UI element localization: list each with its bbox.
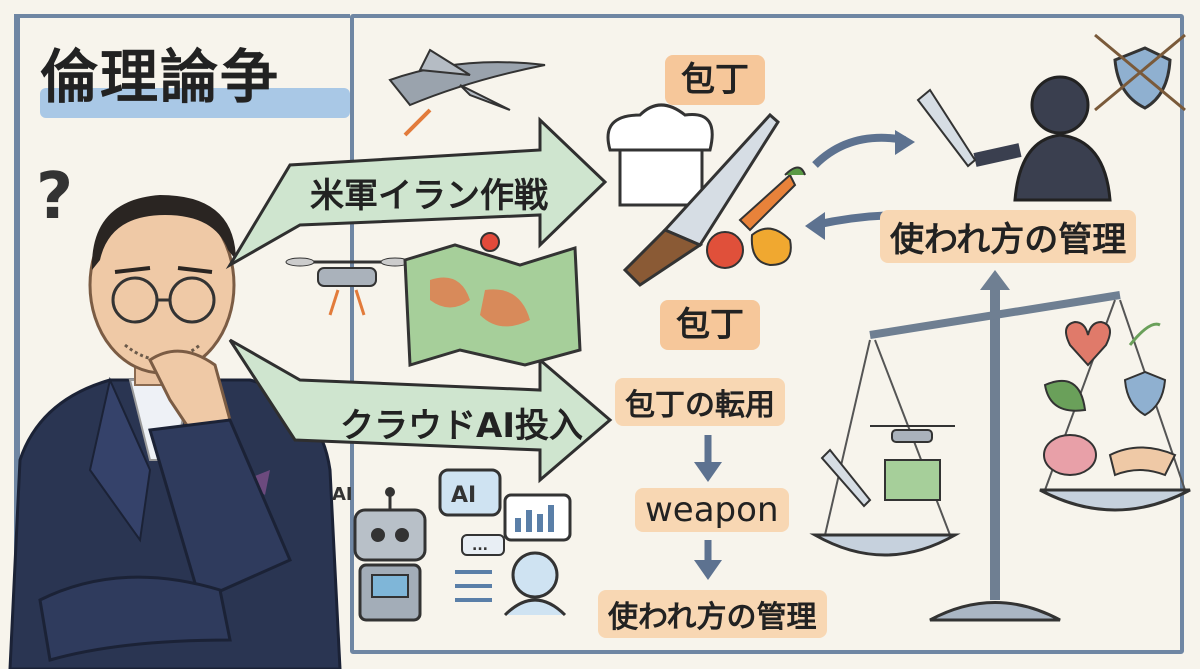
sprig-icon [1128,322,1161,346]
arrow-label-cloud-ai: クラウドAI投入 [340,406,583,446]
flow-arrow-down-1 [694,435,722,482]
shield-arrows-icon [1094,33,1186,112]
frame-edge-left [14,14,20,654]
scale-map-icon [884,459,941,501]
arrow-top [225,116,608,270]
arrow-label-operation: 米軍イラン作戦 [310,176,548,216]
flow-arrow-down-2 [694,540,722,580]
map-icon [403,232,582,367]
arrow-bottom [228,338,613,484]
bar-chart-bubble-icon [503,493,572,542]
leaf-icon [1043,380,1087,412]
flow-step-management: 使われ方の管理 [598,590,827,638]
ai-speech-bubble [438,468,502,517]
scale-drone-icon [870,425,955,443]
chat-dots-label: ... [472,538,488,554]
person-icon [503,551,567,617]
chef-hat-icon [606,103,714,207]
knife-tag-top: 包丁 [665,55,765,105]
illustration-frame [350,14,1184,654]
knife-tag-middle: 包丁 [660,300,760,350]
small-shield-icon [1123,370,1167,417]
question-mark: ? [36,160,73,234]
arrow-to-attacker [812,133,906,168]
attacker-figure-icon [916,75,1112,202]
handshake-icon [1108,446,1177,477]
ai-bubble-label: AI [451,483,476,508]
chat-dots-bubble [461,534,505,556]
military-drone-icon [388,48,546,137]
balance-scale-icon [809,270,1191,622]
frame-edge-top [14,14,350,18]
heart-icon [1065,320,1111,367]
robot-icon [353,487,427,622]
scale-knife-icon [820,448,872,508]
page-title: 倫理論争 [40,43,281,111]
robot-ai-badge: AI [332,484,353,505]
flow-step-repurpose: 包丁の転用 [615,378,785,426]
brain-icon [1043,434,1097,476]
vegetables-icon [706,166,806,269]
flow-step-weapon: weapon [635,488,789,532]
quadcopter-drone-icon [285,257,410,316]
title-highlight [40,88,350,118]
management-label-right: 使われ方の管理 [880,210,1137,263]
thinking-man-illustration [8,195,342,669]
document-lines-icon [455,570,492,602]
kitchen-knife-icon [622,112,780,287]
